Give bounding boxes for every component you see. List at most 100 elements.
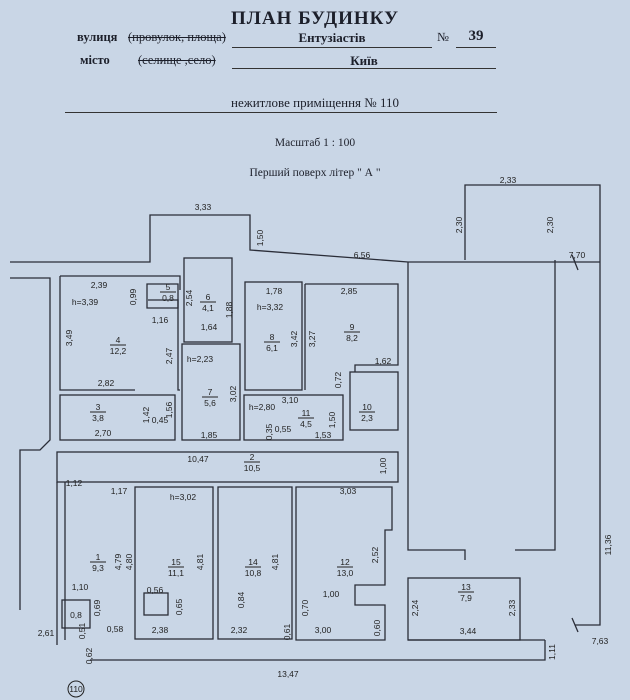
room-number: 2	[250, 452, 255, 462]
dimension-label: 2,47	[164, 347, 174, 364]
dimension-label: 0,45	[152, 415, 169, 425]
room-area: 7,9	[460, 593, 472, 603]
dimension-label: 1,42	[141, 406, 151, 423]
dimension-label: 0,69	[92, 599, 102, 616]
room-area: 0,8	[162, 293, 174, 303]
room-area: 13,0	[337, 568, 354, 578]
floor-label: Перший поверх літер " А "	[249, 167, 381, 179]
room-area: 10,5	[244, 463, 261, 473]
unit-badge: 110	[69, 684, 83, 694]
room-area: 10,8	[245, 568, 262, 578]
room-number: 13	[461, 582, 471, 592]
dimension-label: 0,65	[174, 598, 184, 615]
dimension-label: 3,10	[282, 395, 299, 405]
room-number: 11	[302, 408, 311, 418]
dimension-label: 2,70	[95, 428, 112, 438]
dimension-label: 0,55	[275, 424, 292, 434]
dimension-label: 4,81	[195, 553, 205, 570]
dimension-label: 4,81	[270, 553, 280, 570]
dimension-label: 2,33	[500, 175, 517, 185]
dimension-label: 2,82	[98, 378, 115, 388]
dimension-label: 3,44	[460, 626, 477, 636]
room-number: 3	[96, 402, 101, 412]
dimension-label: 4,79	[113, 553, 123, 570]
walls	[10, 184, 601, 661]
ceiling-height: h=3,32	[257, 302, 284, 312]
dimension-label: 1,11	[547, 644, 557, 660]
city-value: Київ	[350, 53, 378, 68]
dimension-label: 0,8	[70, 610, 82, 620]
dimension-label: 0,35	[264, 423, 274, 440]
room-number: 10	[362, 402, 372, 412]
dimension-label: 0,56	[147, 585, 164, 595]
scale-label: Масштаб 1 : 100	[274, 137, 356, 149]
ceiling-height: h=2,23	[187, 354, 214, 364]
room-number: 6	[206, 292, 211, 302]
house-number: 39	[468, 28, 484, 44]
room-area: 4,5	[300, 419, 312, 429]
dimension-label: 0,51	[77, 622, 87, 639]
street-value: Ентузіастів	[298, 30, 366, 45]
room-number: 5	[166, 282, 171, 292]
dimension-label: 2,38	[152, 625, 169, 635]
street-alt-label: (провулок, площа)	[128, 30, 226, 44]
dimension-label: 3,27	[307, 330, 317, 347]
room-area: 9,3	[92, 563, 104, 573]
room-area: 3,8	[92, 413, 104, 423]
dimension-label: 2,32	[231, 625, 248, 635]
premises-label: нежитлове приміщення № 110	[231, 95, 399, 110]
dimension-label: 2,54	[184, 289, 194, 306]
room-area: 8,2	[346, 333, 358, 343]
room-area: 4,1	[202, 303, 214, 313]
dimension-label: 6,56	[354, 250, 371, 260]
dimension-label: 0,62	[84, 647, 94, 664]
dimension-label: 3,49	[64, 329, 74, 346]
dimension-label: 0,60	[372, 619, 382, 636]
room-number: 14	[248, 557, 258, 567]
dimension-label: 3,02	[228, 385, 238, 402]
dimension-label: 1,50	[327, 411, 337, 428]
room-number: 12	[340, 557, 350, 567]
dimension-label: 13,47	[277, 669, 299, 679]
ceiling-height: h=3,02	[170, 492, 197, 502]
dimension-label: 1,16	[152, 315, 169, 325]
dimension-label: 2,30	[454, 216, 464, 233]
street-label: вулиця	[77, 30, 118, 44]
dimension-label: 0,61	[282, 623, 292, 640]
room-number: 9	[350, 322, 355, 332]
dimension-label: 2,61	[38, 628, 55, 638]
room-area: 12,2	[110, 346, 127, 356]
dimension-label: 0,58	[107, 624, 124, 634]
room-area: 2,3	[361, 413, 373, 423]
city-label: місто	[80, 53, 110, 67]
dimension-label: 1,50	[255, 229, 265, 246]
ceiling-height: h=2,80	[249, 402, 276, 412]
dimension-label: 1,00	[323, 589, 340, 599]
dimension-label: 1,53	[315, 430, 332, 440]
dimension-label: 1,56	[164, 401, 174, 418]
room-area: 11,1	[168, 568, 184, 578]
dimension-label: 3,42	[289, 330, 299, 347]
dimension-label: 2,24	[410, 599, 420, 616]
dimension-label: 3,03	[340, 486, 357, 496]
dimension-label: 1,78	[266, 286, 283, 296]
dimension-label: 2,30	[545, 216, 555, 233]
document-title: ПЛАН БУДИНКУ	[230, 8, 400, 29]
dimension-label: 1,62	[375, 356, 392, 366]
ceiling-height: h=3,39	[72, 297, 99, 307]
dimension-label: 10,47	[187, 454, 209, 464]
dimension-label: 2,39	[91, 280, 108, 290]
dimension-label: 1,00	[378, 457, 388, 474]
dimension-label: 3,00	[315, 625, 332, 635]
room-number: 4	[116, 335, 121, 345]
dimension-label: 1,17	[111, 486, 128, 496]
dimension-label: 11,36	[603, 534, 613, 555]
dimension-label: 2,33	[507, 599, 517, 616]
room-number: 8	[270, 332, 275, 342]
dimension-label: 0,70	[300, 599, 310, 616]
dimension-label: 0,99	[128, 288, 138, 305]
number-label: №	[437, 30, 449, 44]
unit-badge-circle	[67, 680, 85, 698]
room-area: 5,6	[204, 398, 216, 408]
